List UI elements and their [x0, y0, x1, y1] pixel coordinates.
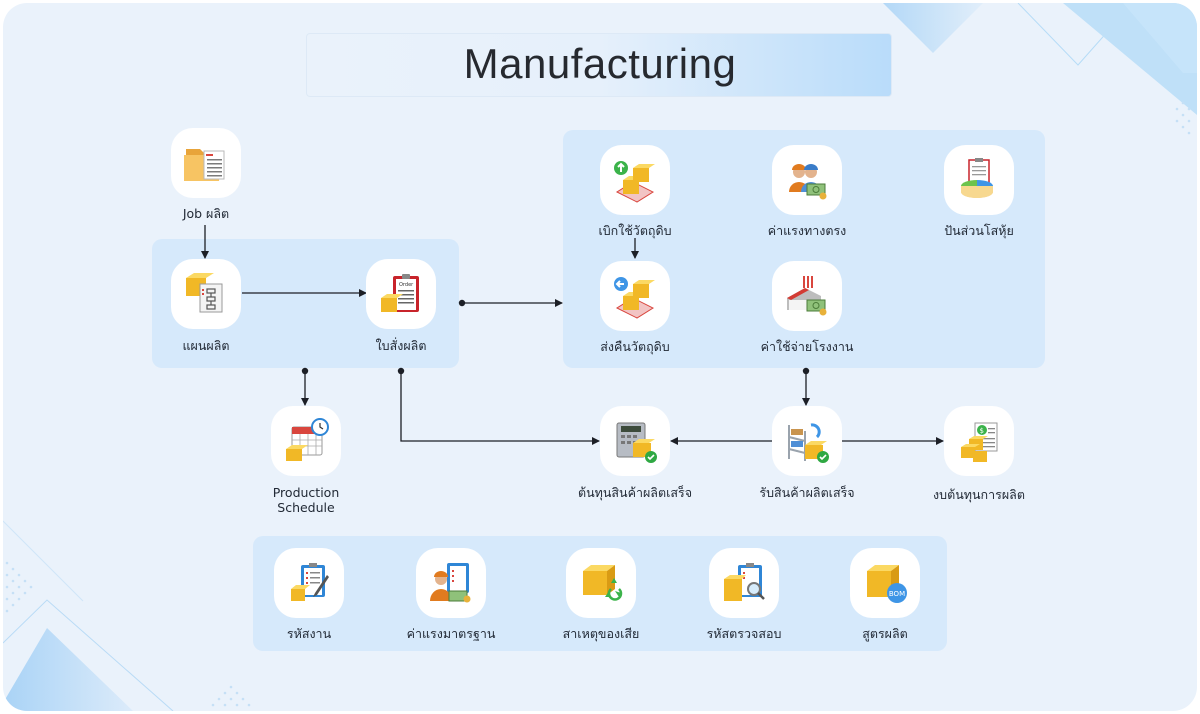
workers-money-icon: [789, 164, 827, 200]
page-title: Manufacturing: [463, 40, 737, 87]
node-finished-goods-cost-label: ต้นทุนสินค้าผลิตเสร็จ: [577, 485, 693, 500]
svg-text:$: $: [980, 427, 984, 435]
settings-job-code[interactable]: [274, 548, 344, 618]
node-plan-label: แผนผลิต: [182, 338, 230, 353]
node-overhead-allocation-label: ปันส่วนโสหุ้ย: [944, 223, 1014, 238]
node-plan[interactable]: [171, 259, 241, 329]
node-return-materials-label: ส่งคืนวัตถุดิบ: [600, 339, 670, 354]
node-return-materials[interactable]: [600, 261, 670, 331]
node-finished-goods-cost[interactable]: [600, 406, 670, 476]
calendar-clock-icon: [286, 418, 329, 461]
node-order[interactable]: Order: [366, 259, 436, 329]
calculator-boxes-icon: [616, 422, 657, 463]
svg-text:Order: Order: [399, 282, 414, 288]
bom-badge-text: BOM: [889, 590, 905, 598]
node-order-label: ใบสั่งผลิต: [375, 338, 427, 353]
boxes-up-arrow-icon: [614, 161, 655, 203]
boxes-return-arrow-icon: [614, 277, 655, 319]
settings-job-code-label: รหัสงาน: [286, 626, 332, 641]
settings-standard-labor[interactable]: [416, 548, 486, 618]
folder-document-icon: [184, 149, 225, 181]
node-schedule[interactable]: [271, 406, 341, 476]
node-cost-of-production-report[interactable]: $: [944, 406, 1014, 476]
node-schedule-label: Production Schedule: [226, 485, 386, 515]
settings-bom-label: สูตรผลิต: [862, 626, 908, 641]
node-withdraw-materials[interactable]: [600, 145, 670, 215]
node-receive-finished-goods-label: รับสินค้าผลิตเสร็จ: [759, 485, 855, 500]
box-flowchart-icon: [186, 273, 223, 313]
node-factory-overhead[interactable]: [772, 261, 842, 331]
connector-order-to-fg-cost: [400, 371, 600, 445]
title-banner: [306, 33, 892, 97]
factory-money-icon: [787, 276, 827, 316]
settings-bom[interactable]: BOM: [850, 548, 920, 618]
box-bom-icon: BOM: [867, 565, 907, 603]
clipboard-magnifier-icon: [724, 563, 765, 601]
node-factory-overhead-label: ค่าใช้จ่ายโรงงาน: [760, 339, 854, 354]
node-direct-labor[interactable]: [772, 145, 842, 215]
node-job-label: Job ผลิต: [182, 206, 230, 221]
node-withdraw-materials-label: เบิกใช้วัตถุดิบ: [598, 223, 672, 238]
boxes-dollar-document-icon: $: [961, 422, 998, 462]
node-overhead-allocation[interactable]: [944, 145, 1014, 215]
node-cost-of-production-report-label: งบต้นทุนการผลิต: [933, 487, 1025, 502]
settings-scrap-reason[interactable]: [566, 548, 636, 618]
shelf-boxes-check-icon: [788, 423, 829, 463]
order-clipboard-icon: Order: [381, 274, 419, 312]
box-recycle-icon: [583, 565, 623, 601]
settings-scrap-reason-label: สาเหตุของเสีย: [562, 626, 640, 641]
settings-inspection-code-label: รหัสตรวจสอบ: [706, 626, 782, 641]
clipboard-pen-boxes-icon: [291, 563, 329, 601]
node-job[interactable]: [171, 128, 241, 198]
node-schedule-label-line2: Schedule: [277, 500, 335, 515]
node-direct-labor-label: ค่าแรงทางตรง: [767, 223, 847, 238]
worker-clipboard-money-icon: [430, 563, 471, 603]
node-schedule-label-line1: Production: [272, 485, 340, 500]
node-receive-finished-goods[interactable]: [772, 406, 842, 476]
pie-chart-clipboard-icon: [961, 158, 993, 198]
settings-inspection-code[interactable]: [709, 548, 779, 618]
settings-standard-labor-label: ค่าแรงมาตรฐาน: [406, 626, 496, 641]
